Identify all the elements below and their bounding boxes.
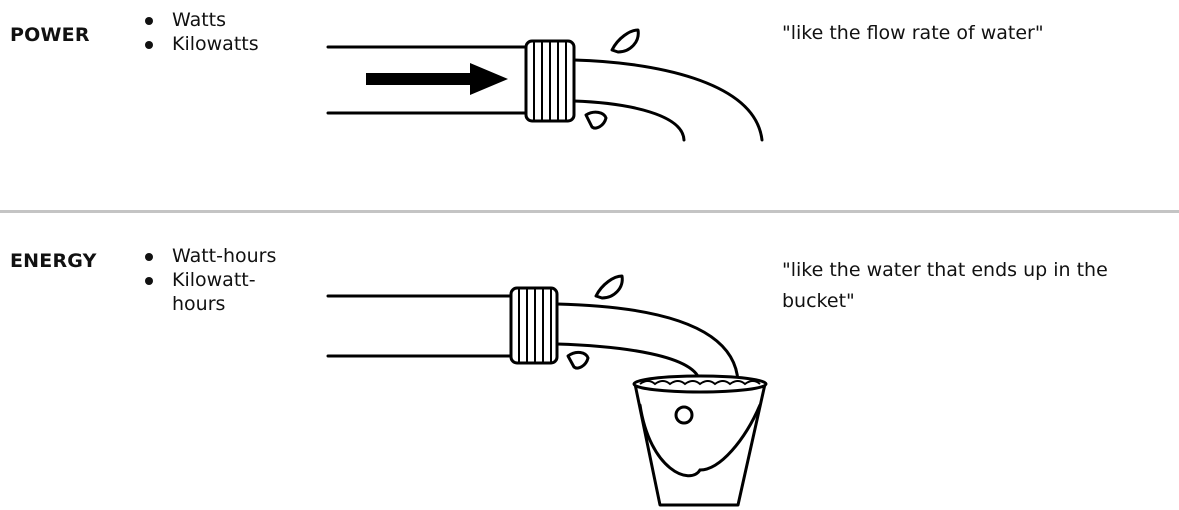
hose-bucket-icon [0, 0, 1179, 510]
